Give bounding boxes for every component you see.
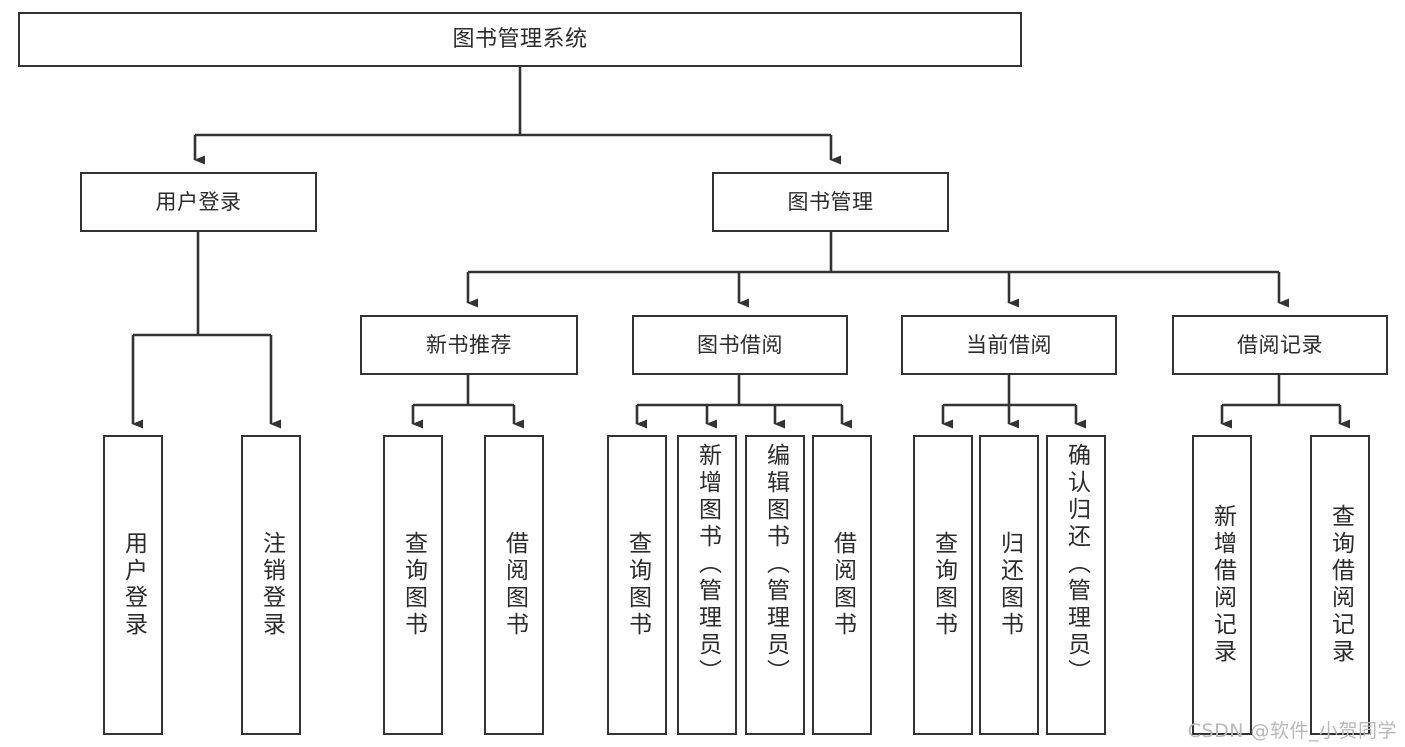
- node-label: 编辑图书（管理员）: [762, 443, 789, 686]
- leaf-query-book-borrow[interactable]: 查询图书: [607, 435, 667, 735]
- node-label: 用户登录: [155, 189, 242, 214]
- node-label: 确认归还（管理员）: [1063, 443, 1090, 686]
- node-label: 图书借阅: [697, 332, 783, 357]
- leaf-logout[interactable]: 注销登录: [241, 435, 301, 735]
- leaf-return-book[interactable]: 归还图书: [979, 435, 1039, 735]
- node-label: 新增图书（管理员）: [694, 443, 721, 686]
- node-label: 用户登录: [120, 531, 147, 639]
- node-label: 新增借阅记录: [1209, 504, 1236, 666]
- node-new-book-recommend[interactable]: 新书推荐: [360, 315, 578, 375]
- node-label: 注销登录: [258, 531, 285, 639]
- leaf-query-borrow-record[interactable]: 查询借阅记录: [1310, 435, 1370, 735]
- csdn-watermark: CSDN @软件_小贺同学: [1187, 720, 1397, 742]
- node-label: 查询图书: [400, 531, 427, 639]
- node-label: 查询图书: [930, 531, 957, 639]
- node-current-borrow[interactable]: 当前借阅: [901, 315, 1117, 375]
- node-borrow-record[interactable]: 借阅记录: [1172, 315, 1388, 375]
- node-book-management[interactable]: 图书管理: [712, 172, 949, 232]
- node-root-book-management-system[interactable]: 图书管理系统: [18, 12, 1022, 67]
- node-label: 借阅记录: [1237, 332, 1323, 357]
- node-label: 新书推荐: [426, 332, 512, 357]
- node-label: 图书管理: [787, 189, 874, 214]
- node-label: 借阅图书: [501, 531, 528, 639]
- node-label: 查询借阅记录: [1327, 504, 1354, 666]
- leaf-query-book-recommend[interactable]: 查询图书: [383, 435, 443, 735]
- node-label: 查询图书: [624, 531, 651, 639]
- leaf-edit-book[interactable]: 编辑图书（管理员）: [745, 435, 805, 735]
- leaf-query-book-current[interactable]: 查询图书: [913, 435, 973, 735]
- leaf-borrow-book-recommend[interactable]: 借阅图书: [484, 435, 544, 735]
- leaf-user-login[interactable]: 用户登录: [103, 435, 163, 735]
- node-label: 图书管理系统: [452, 26, 588, 52]
- node-label: 归还图书: [996, 531, 1023, 639]
- node-label: 借阅图书: [829, 531, 856, 639]
- leaf-add-book[interactable]: 新增图书（管理员）: [677, 435, 737, 735]
- leaf-add-borrow-record[interactable]: 新增借阅记录: [1192, 435, 1252, 735]
- leaf-confirm-return[interactable]: 确认归还（管理员）: [1046, 435, 1106, 735]
- node-book-borrow[interactable]: 图书借阅: [632, 315, 848, 375]
- node-label: 当前借阅: [966, 332, 1052, 357]
- node-user-login[interactable]: 用户登录: [80, 172, 317, 232]
- leaf-borrow-book[interactable]: 借阅图书: [812, 435, 872, 735]
